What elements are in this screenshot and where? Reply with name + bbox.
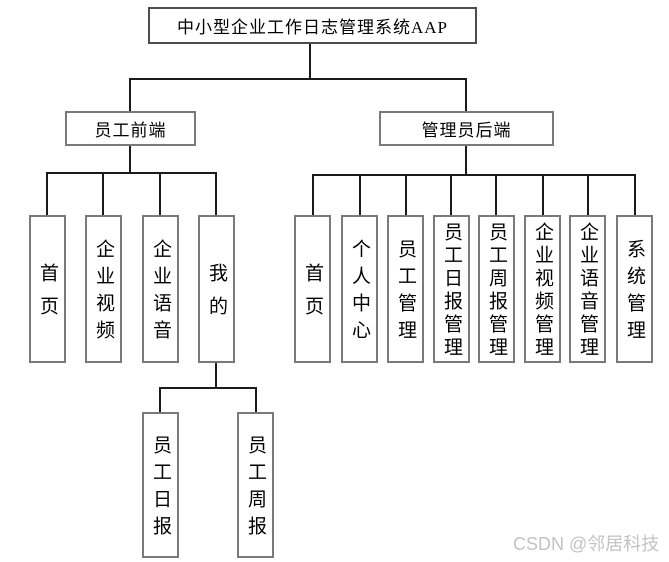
connector-line — [129, 78, 467, 80]
connector-line — [312, 174, 314, 215]
connector-line — [465, 146, 467, 174]
node-employee-daily-report: 员工日报 — [142, 412, 179, 558]
csdn-watermark: CSDN @邻居科技 — [513, 534, 660, 554]
connector-line — [309, 44, 311, 78]
personal-center-label: 个人中心 — [349, 239, 370, 347]
home-backend-label: 首页 — [302, 263, 323, 329]
connector-line — [405, 174, 407, 215]
connector-line — [359, 174, 361, 215]
weekly-report-management-label: 员工周报管理 — [486, 222, 507, 360]
node-employee-frontend: 员工前端 — [65, 111, 196, 146]
node-weekly-report-management: 员工周报管理 — [478, 215, 515, 363]
employee-management-label: 员工管理 — [395, 239, 416, 347]
connector-line — [215, 172, 217, 215]
enterprise-voice-label: 企业语音 — [150, 239, 171, 347]
mine-label: 我的 — [206, 263, 227, 329]
node-employee-weekly-report: 员工周报 — [237, 412, 274, 558]
connector-line — [46, 172, 217, 174]
node-root-system-title: 中小型企业工作日志管理系统AAP — [148, 7, 477, 44]
employee-daily-report-label: 员工日报 — [150, 435, 171, 543]
connector-line — [215, 363, 217, 387]
node-mine: 我的 — [198, 215, 235, 363]
connector-line — [465, 78, 467, 112]
connector-line — [129, 78, 131, 112]
connector-line — [159, 387, 257, 389]
connector-line — [255, 387, 257, 412]
node-voice-management: 企业语音管理 — [569, 215, 606, 363]
employee-frontend-label: 员工前端 — [94, 121, 167, 140]
node-home-backend: 首页 — [294, 215, 331, 363]
video-management-label: 企业视频管理 — [532, 222, 553, 360]
home-frontend-label: 首页 — [37, 263, 58, 329]
daily-report-management-label: 员工日报管理 — [441, 222, 462, 360]
connector-line — [634, 174, 636, 215]
node-admin-backend: 管理员后端 — [379, 111, 554, 146]
connector-line — [542, 174, 544, 215]
connector-line — [46, 172, 48, 215]
node-home-frontend: 首页 — [29, 215, 66, 363]
node-personal-center: 个人中心 — [341, 215, 378, 363]
connector-line — [312, 174, 636, 176]
connector-line — [129, 146, 131, 172]
system-management-label: 系统管理 — [624, 239, 645, 347]
employee-weekly-report-label: 员工周报 — [245, 435, 266, 543]
connector-line — [495, 174, 497, 215]
node-system-management: 系统管理 — [616, 215, 653, 363]
admin-backend-label: 管理员后端 — [421, 121, 512, 140]
connector-line — [450, 174, 452, 215]
node-enterprise-video: 企业视频 — [85, 215, 122, 363]
connector-line — [102, 172, 104, 215]
connector-line — [159, 387, 161, 412]
voice-management-label: 企业语音管理 — [577, 222, 598, 360]
root-label: 中小型企业工作日志管理系统AAP — [176, 18, 448, 37]
node-daily-report-management: 员工日报管理 — [433, 215, 470, 363]
node-employee-management: 员工管理 — [387, 215, 424, 363]
node-video-management: 企业视频管理 — [524, 215, 561, 363]
enterprise-video-label: 企业视频 — [93, 239, 114, 347]
connector-line — [587, 174, 589, 215]
node-enterprise-voice: 企业语音 — [142, 215, 179, 363]
connector-line — [159, 172, 161, 215]
